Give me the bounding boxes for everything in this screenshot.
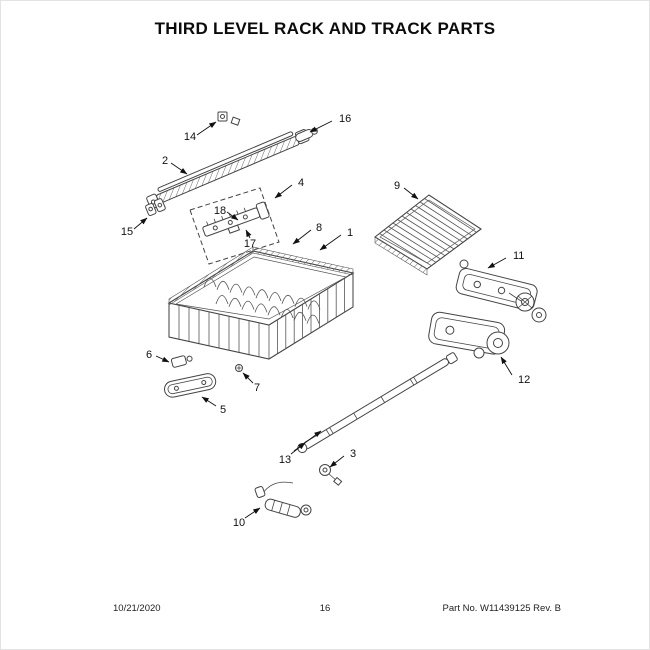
callout-1: 1	[319, 227, 353, 251]
svg-text:6: 6	[146, 349, 152, 361]
page-footer: 10/21/2020 16 Part No. W11439125 Rev. B	[1, 603, 649, 617]
callout-6: 6	[146, 349, 170, 363]
callout-17: 17	[244, 229, 256, 250]
elbow-fitting-part-3	[319, 464, 343, 486]
svg-text:1: 1	[347, 227, 353, 239]
spray-assembly-part-10	[254, 481, 312, 518]
svg-text:11: 11	[513, 250, 524, 262]
callout-2: 2	[162, 155, 188, 175]
clip-part-6	[170, 355, 193, 368]
callout-4: 4	[274, 177, 304, 199]
clip-part-15	[145, 198, 166, 217]
svg-text:4: 4	[298, 177, 304, 189]
svg-text:17: 17	[244, 238, 256, 250]
svg-text:7: 7	[254, 382, 260, 394]
svg-text:16: 16	[339, 113, 351, 125]
feed-tube-part-13	[297, 352, 458, 454]
page-title: THIRD LEVEL RACK AND TRACK PARTS	[154, 19, 496, 38]
folding-shelf-part-9	[374, 194, 482, 276]
svg-text:5: 5	[220, 404, 226, 416]
callout-11: 11	[487, 250, 524, 269]
callout-13: 13	[279, 430, 322, 466]
callout-8: 8	[292, 222, 322, 245]
callout-18: 18	[214, 205, 239, 221]
callout-14: 14	[184, 121, 217, 143]
screw-part-14	[217, 111, 241, 126]
callout-3: 3	[329, 448, 356, 468]
svg-text:3: 3	[350, 448, 356, 460]
rail-cap-part-5	[163, 373, 217, 398]
svg-text:8: 8	[316, 222, 322, 234]
svg-text:15: 15	[121, 226, 133, 238]
callout-9: 9	[394, 180, 419, 200]
callout-16: 16	[309, 113, 351, 133]
callout-15: 15	[121, 217, 148, 238]
footer-date: 10/21/2020	[113, 603, 161, 614]
track-plate-part-12	[428, 292, 522, 359]
callout-10: 10	[233, 507, 261, 529]
footer-page-number: 16	[319, 603, 331, 614]
svg-text:2: 2	[162, 155, 168, 167]
svg-text:12: 12	[518, 374, 530, 386]
top-rail-part	[146, 129, 310, 210]
callout-5: 5	[201, 396, 226, 416]
third-level-rack-part-1	[167, 246, 355, 360]
svg-text:10: 10	[233, 517, 245, 529]
screw-part-7	[235, 364, 243, 372]
track-assembly-part-11	[455, 259, 547, 323]
svg-text:14: 14	[184, 131, 196, 143]
svg-text:13: 13	[279, 454, 291, 466]
kit-box-part-4	[189, 187, 280, 265]
svg-text:9: 9	[394, 180, 400, 192]
svg-text:18: 18	[214, 205, 226, 217]
callout-12: 12	[500, 356, 530, 386]
footer-part-number: Part No. W11439125 Rev. B	[442, 603, 561, 614]
callout-7: 7	[242, 372, 260, 394]
